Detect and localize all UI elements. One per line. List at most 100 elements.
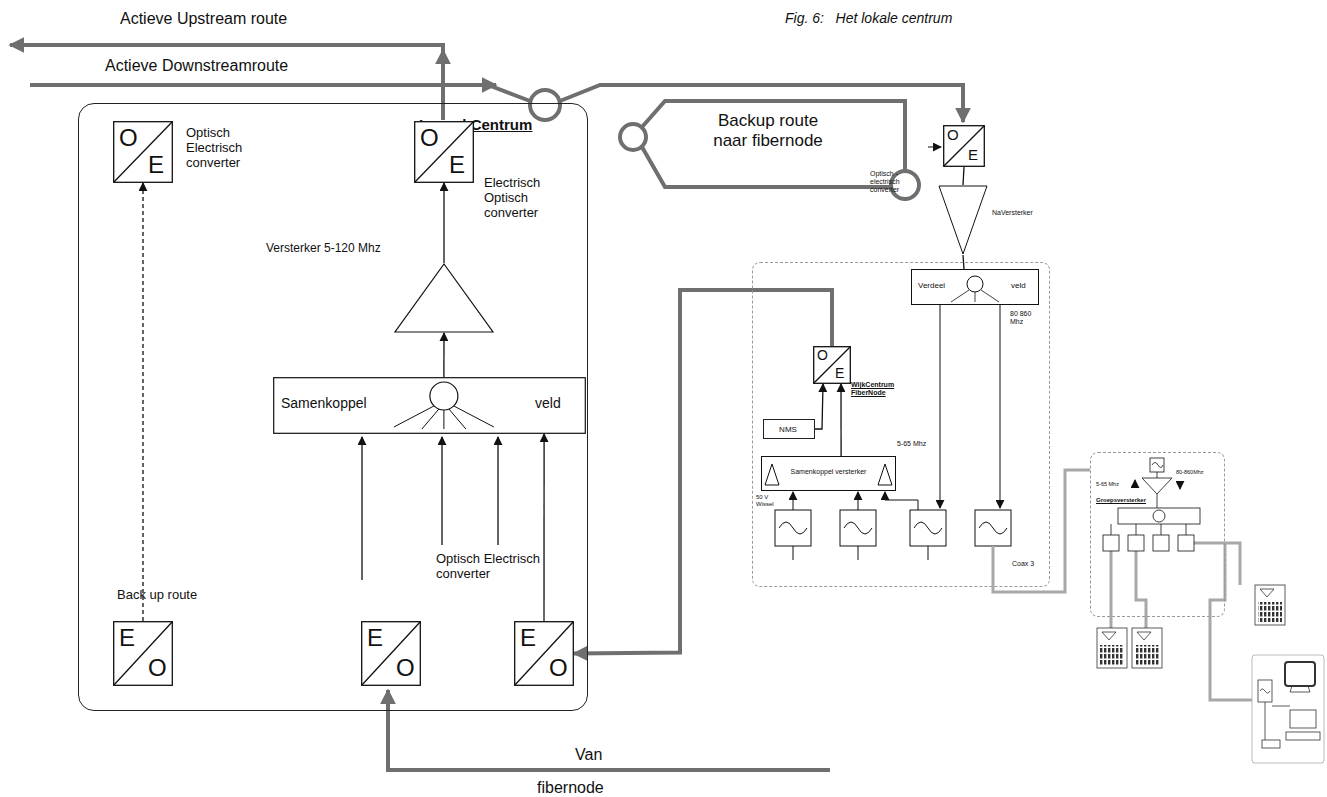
home-installation-part (1290, 710, 1316, 728)
home-installation-part (1260, 689, 1270, 693)
node-text: Groepsversterker (1096, 497, 1152, 504)
group-amplifier-internals-part (1180, 481, 1181, 489)
eo-converter: EO (361, 621, 421, 686)
signal-connector (443, 183, 444, 263)
node-text: veld (1011, 281, 1026, 290)
converter-frame (114, 622, 173, 686)
node-outline (938, 185, 988, 255)
splitter-fan (951, 290, 999, 302)
converter-diagonal (114, 122, 173, 183)
splitter-field: Verdeel veld (911, 269, 1039, 305)
tap-amplifier-icons-part (1135, 645, 1159, 665)
group-amplifier-internals-part (1135, 480, 1136, 488)
frequency-label: 80 860 Mhz (1010, 310, 1046, 326)
fibernode-wiring-part (885, 492, 918, 510)
field-frame (274, 378, 586, 434)
downstream-route-part (30, 85, 530, 101)
eo-converter: EO (113, 621, 173, 686)
node-text: O (396, 654, 415, 682)
field-frame (912, 270, 1039, 305)
fibernode-splitters-part (910, 510, 946, 546)
converter-input-arrow (928, 147, 941, 148)
node-text: O (119, 124, 138, 152)
group-amplifier-internals-part (1157, 472, 1158, 478)
group-amplifier-box: Groepsversterker (1090, 452, 1225, 617)
fibernode-wiring-part (940, 304, 941, 508)
tap-amplifier-icons-part (1132, 628, 1162, 668)
group-amplifier-internals-part (1118, 508, 1200, 524)
home-installation-part (1286, 732, 1320, 740)
coax-cable-part (1210, 543, 1252, 700)
upstream-route-part (10, 45, 443, 120)
converter-diagonal (362, 622, 421, 686)
home-installation (1252, 655, 1324, 763)
cable-label: Coax 3 (1012, 560, 1034, 568)
frequency-label: 5-65 Mhz (1096, 481, 1119, 487)
converter-label: Optisch - electrisch converter (870, 170, 926, 194)
node-text: O (420, 124, 439, 152)
tap-amplifier-icons-part (1100, 645, 1124, 665)
converter-diagonal (515, 622, 574, 686)
coax-cable-part (993, 470, 1090, 592)
fibernode-wiring-part (1000, 304, 1001, 508)
backup-loop-outline-part (642, 101, 905, 171)
tap-amplifier-icons-part (1255, 585, 1285, 625)
node-text: veld (535, 395, 561, 411)
home-installation-part (1262, 740, 1280, 748)
home-installation-part (1285, 662, 1315, 686)
tap-amplifier-icons-part (1258, 602, 1282, 622)
fibernode-wiring-part (928, 546, 929, 560)
figure-caption: Fig. 6: Het lokale centrum (785, 10, 952, 26)
fibernode-splitters-part (775, 510, 811, 546)
fibernode-box: WijkCentrum FiberNodeVerdeelveldOENMSSam… (752, 262, 1050, 587)
converter-diagonal (415, 122, 474, 183)
converter-diagonal (814, 347, 851, 384)
combiner-fan (394, 406, 494, 429)
splitter-circle (967, 276, 983, 292)
fibernode-wiring-part (793, 492, 794, 510)
fibernode-splitters-part (914, 522, 942, 534)
fibernode-splitters-part (975, 510, 1011, 546)
route-label: Van (575, 746, 602, 764)
power-label: 50 V Wissel (756, 494, 774, 508)
node-text: E (367, 624, 383, 652)
post-amplifier: NaVersterker (938, 185, 988, 255)
node-text: E (968, 146, 978, 163)
coax-cable-part (1194, 543, 1240, 585)
amplifier-triangle: Versterker 5-120 Mhz (394, 263, 494, 333)
field-frame (762, 457, 896, 491)
signal-connector (840, 384, 841, 456)
group-amplifier-internals-part (1103, 535, 1119, 551)
home-installation-part (1258, 680, 1272, 702)
converter-label: Optisch Electrisch converter (186, 126, 266, 171)
downstream-route-part (530, 90, 560, 120)
converter-input-arrow-part (928, 147, 941, 148)
tap-amplifier-icons-part (1260, 589, 1274, 597)
group-amplifier-internals-part (1152, 463, 1163, 468)
combiner-field: Samenkoppelveld (273, 377, 586, 434)
node-text: E (449, 151, 465, 179)
node-text: WijkCentrum FiberNode (851, 381, 921, 397)
node-text: Verdeel (918, 281, 945, 290)
converter-diagonal (114, 622, 173, 686)
converter-frame (814, 347, 851, 384)
combiner-inputs-part (361, 437, 362, 580)
signal-connector (543, 434, 544, 621)
node-text: NaVersterker (992, 209, 1033, 217)
node-text: E (148, 151, 164, 179)
oe-converter: OE (943, 125, 985, 167)
signal-connector (963, 167, 964, 185)
fibernode-splitters-part (779, 522, 807, 534)
amplifier-shape (939, 186, 987, 254)
converter-label: Optisch Electrisch converter (436, 552, 568, 582)
home-installation-part (1290, 686, 1310, 692)
combiner-inputs-part (497, 437, 498, 545)
converter-frame (415, 122, 474, 183)
upstream-route-part (441, 50, 445, 70)
group-amplifier-internals-part (1128, 535, 1144, 551)
upstream-route (10, 45, 443, 120)
node-text: NMS (764, 425, 812, 434)
oe-converter: OE (113, 121, 173, 183)
